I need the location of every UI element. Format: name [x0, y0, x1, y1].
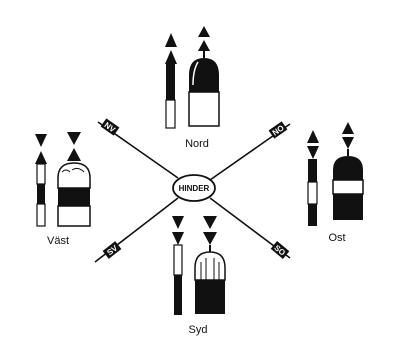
tag-nv-box	[100, 118, 120, 136]
ost-can-buoy	[332, 122, 364, 220]
line-tags: NV NO SO SV	[100, 118, 290, 259]
hinder-oval	[172, 174, 216, 202]
vast-can-buoy	[57, 132, 91, 227]
tag-so-box	[270, 241, 290, 259]
syd-marks: Syd	[172, 216, 226, 336]
nord-marks: Nord	[165, 26, 220, 150]
vast-marks: Väst	[35, 132, 91, 247]
ost-marks: Ost	[307, 122, 364, 244]
vast-spar-buoy	[35, 134, 47, 227]
nord-spar-buoy	[165, 33, 177, 129]
tag-sv-box	[102, 241, 122, 259]
ost-label: Ost	[328, 232, 345, 244]
nord-label: Nord	[185, 138, 209, 150]
vast-label: Väst	[47, 235, 69, 247]
syd-can-buoy	[194, 216, 226, 314]
ost-spar-buoy	[307, 130, 319, 226]
syd-label: Syd	[189, 324, 208, 336]
hinder-label: HINDER	[179, 184, 210, 193]
tag-no-box	[268, 121, 288, 139]
syd-spar-buoy	[172, 216, 184, 315]
nord-can-buoy	[188, 26, 220, 127]
hinder-center: HINDER	[172, 174, 216, 202]
